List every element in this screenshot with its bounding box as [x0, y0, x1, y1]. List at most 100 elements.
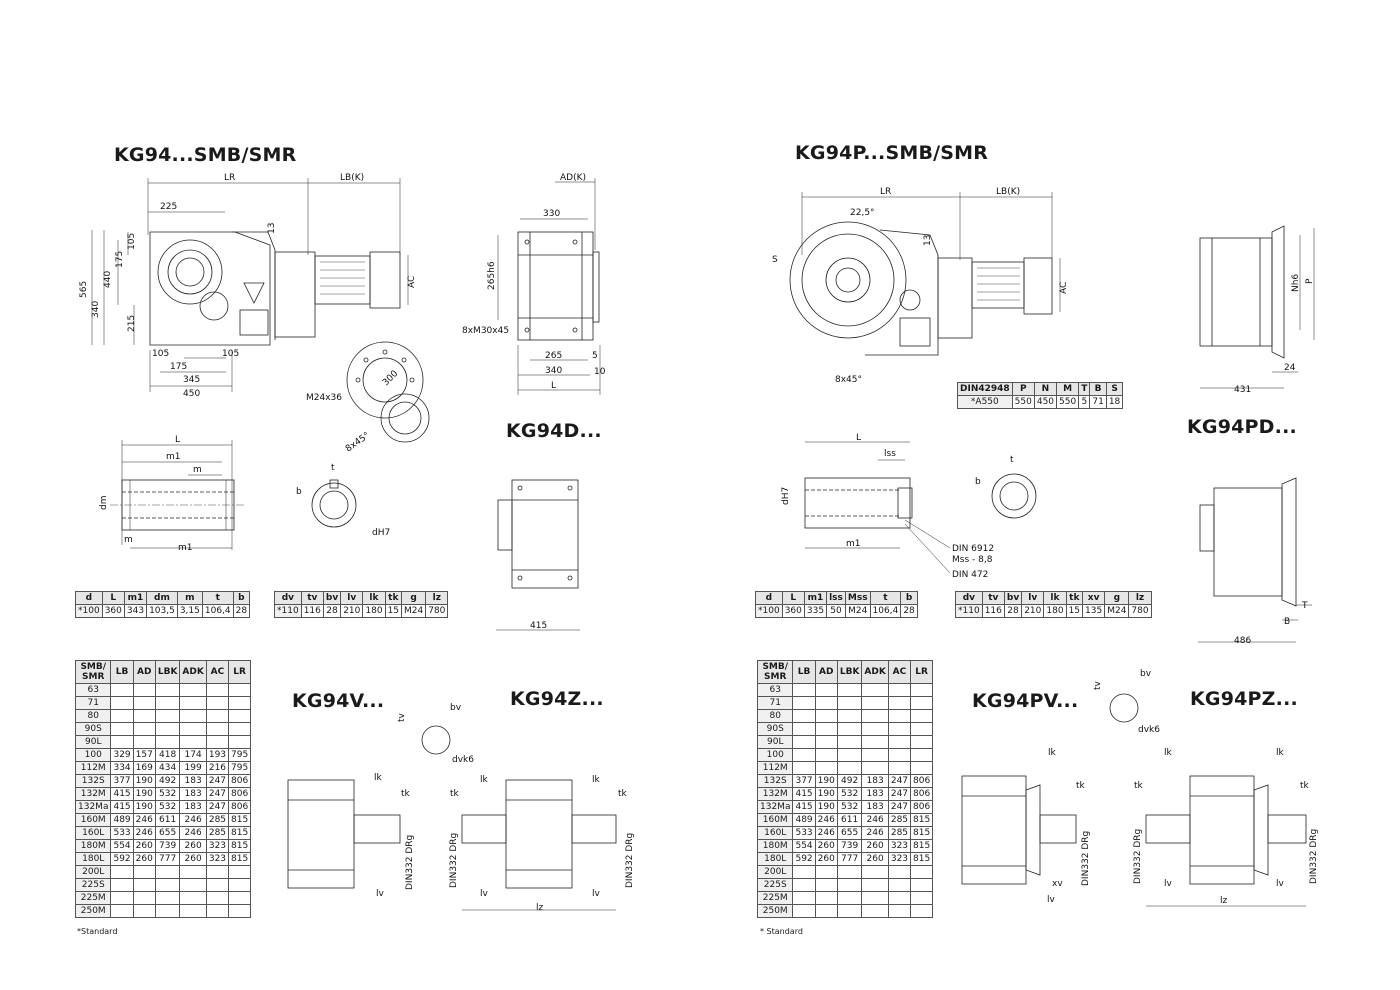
motor-value-cell	[205, 709, 230, 723]
din332-pz1: DIN332 DRg	[1133, 829, 1143, 884]
table-header-cell: DIN42948	[957, 382, 1013, 396]
motor-value-cell	[792, 735, 816, 749]
motor-header-cell: LR	[910, 660, 934, 684]
dim-565: 565	[79, 281, 89, 298]
motor-value-cell	[861, 735, 889, 749]
table-cell: 103,5	[146, 604, 178, 618]
motor-value-cell	[861, 748, 889, 762]
table-row: 90L	[756, 735, 934, 749]
motor-value-cell	[910, 891, 934, 905]
table-cell: M24	[844, 604, 871, 618]
table-cell: *110	[274, 604, 302, 618]
dim-lk-z1: lk	[480, 775, 489, 785]
table-header-cell: P	[1011, 382, 1035, 396]
table-row: 100	[756, 748, 934, 762]
table-row: 63	[74, 683, 252, 697]
table-header-cell: B	[1089, 382, 1107, 396]
dim-m-bottom: m	[124, 535, 133, 545]
title-kg94p-smb-smr: KG94P...SMB/SMR	[795, 142, 989, 164]
motor-size-cell: 225S	[756, 878, 794, 892]
table-cell: 550	[1011, 395, 1035, 409]
title-kg94d: KG94D...	[506, 420, 602, 442]
motor-value-cell: 377	[792, 774, 816, 788]
motor-header-cell: SMB/ SMR	[74, 660, 112, 684]
dim-13-right: 13	[923, 235, 933, 246]
table-cell: 116	[300, 604, 324, 618]
motor-value-cell: 806	[910, 774, 934, 788]
motor-value-cell: 489	[110, 813, 134, 827]
motor-value-cell	[836, 904, 863, 918]
dim-340b: 340	[545, 366, 562, 376]
motor-value-cell	[132, 735, 156, 749]
motor-value-cell: 554	[110, 839, 134, 853]
dim-lv-z2: lv	[592, 889, 601, 899]
kg94d-view	[497, 479, 579, 589]
dim-lk-pz1: lk	[1164, 748, 1173, 758]
dim-105a: 105	[127, 233, 137, 250]
motor-value-cell: 190	[132, 787, 156, 801]
motor-value-cell	[836, 696, 863, 710]
table-cell: 106,4	[201, 604, 234, 618]
title-kg94pz: KG94PZ...	[1190, 688, 1298, 710]
motor-value-cell: 285	[887, 813, 912, 827]
motor-value-cell	[228, 891, 252, 905]
dim-tv-v: tv	[397, 712, 407, 722]
table-cell: 780	[1128, 604, 1152, 618]
motor-value-cell	[861, 761, 889, 775]
motor-size-cell: 160M	[74, 813, 112, 827]
motor-value-cell: 795	[228, 761, 252, 775]
dim-lv-pz2: lv	[1276, 879, 1285, 889]
motor-size-cell: 180M	[74, 839, 112, 853]
motor-value-cell: 492	[836, 774, 863, 788]
motor-value-cell: 190	[814, 800, 838, 814]
motor-value-cell: 415	[792, 787, 816, 801]
din332-v: DIN332 DRg	[405, 835, 415, 890]
table-cell: 106,4	[869, 604, 902, 618]
motor-value-cell	[814, 878, 838, 892]
motor-size-cell: 200L	[756, 865, 794, 879]
table-cell: *A550	[957, 395, 1013, 409]
table-cell: 780	[425, 604, 449, 618]
motor-value-cell: 247	[887, 787, 912, 801]
table-cell: 210	[340, 604, 364, 618]
motor-value-cell: 246	[132, 826, 156, 840]
dim-8x45: 8x45°	[344, 431, 372, 455]
motor-value-cell: 806	[228, 787, 252, 801]
motor-value-cell: 183	[861, 787, 889, 801]
motor-value-cell	[814, 748, 838, 762]
table-cell: 450	[1033, 395, 1058, 409]
motor-value-cell	[814, 865, 838, 879]
motor-value-cell	[836, 709, 863, 723]
table-cell: *110	[955, 604, 983, 618]
motor-value-cell	[861, 865, 889, 879]
standard-note-right: * Standard	[760, 927, 803, 936]
table-header-cell: d	[75, 591, 103, 605]
motor-value-cell: 323	[887, 839, 912, 853]
table-row: 90S	[74, 722, 252, 736]
table-header-cell: lz	[425, 591, 449, 605]
motor-value-cell	[228, 878, 252, 892]
table-cell: 28	[900, 604, 918, 618]
motor-value-cell	[228, 865, 252, 879]
motor-value-cell: 190	[814, 787, 838, 801]
dim-105b: 105	[152, 349, 169, 359]
dim-m1-bottom: m1	[178, 543, 193, 553]
motor-size-cell: 225M	[74, 891, 112, 905]
motor-value-cell: 285	[887, 826, 912, 840]
table-cell: *100	[75, 604, 103, 618]
motor-value-cell	[154, 904, 181, 918]
motor-size-cell: 100	[756, 748, 794, 762]
table-header-cell: dv	[955, 591, 983, 605]
motor-value-cell	[110, 865, 134, 879]
motor-value-cell: 777	[836, 852, 863, 866]
table-cell: 15	[1065, 604, 1084, 618]
dim-440: 440	[103, 271, 113, 288]
dim-tk-pv: tk	[1076, 781, 1086, 791]
dim-m1-top: m1	[166, 452, 181, 462]
motor-value-cell: 190	[132, 800, 156, 814]
motor-value-cell	[861, 683, 889, 697]
